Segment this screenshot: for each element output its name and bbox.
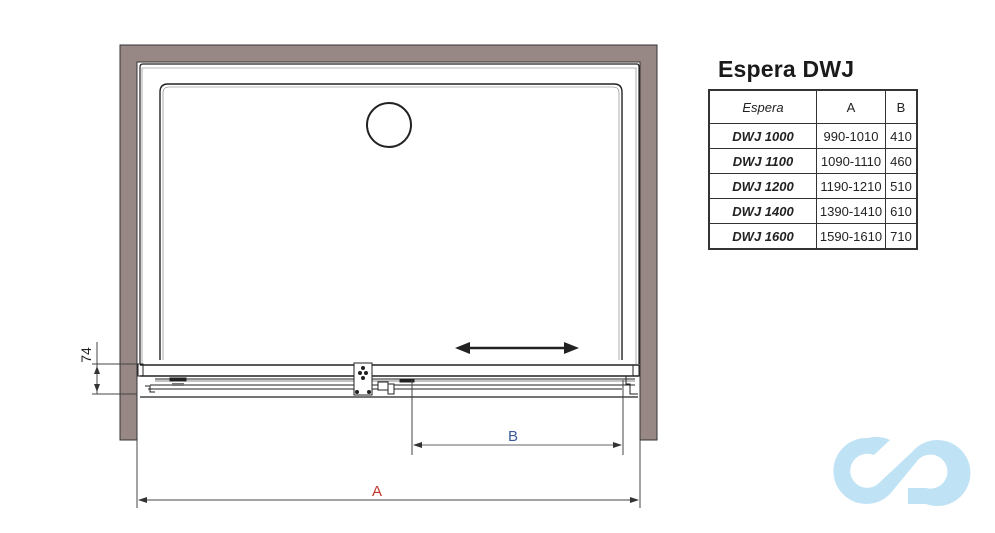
product-title: Espera DWJ [718, 56, 855, 82]
dimension-b [411, 380, 624, 455]
cell-a: 990-1010 [816, 123, 886, 149]
cell-b: 460 [885, 148, 918, 174]
right-profile-end [625, 364, 640, 395]
wall-frame [119, 44, 658, 441]
door-roller-bracket [353, 362, 395, 396]
table-header-row: Espera A B [708, 89, 918, 124]
cell-b: 510 [885, 173, 918, 199]
table-row: DWJ 1400 1390-1410 610 [708, 198, 918, 224]
size-table: Espera A B DWJ 1000 990-1010 410 DWJ 110… [708, 89, 918, 250]
cell-a: 1590-1610 [816, 223, 886, 250]
cell-b: 610 [885, 198, 918, 224]
header-b: B [885, 89, 918, 124]
sliding-direction-arrow [455, 342, 579, 354]
shower-tray [139, 63, 640, 364]
cell-a: 1390-1410 [816, 198, 886, 224]
header-a: A [816, 89, 886, 124]
table-row: DWJ 1000 990-1010 410 [708, 123, 918, 149]
cell-model: DWJ 1200 [708, 173, 817, 199]
depth-dimension-label: 74 [77, 347, 94, 363]
cell-model: DWJ 1600 [708, 223, 817, 250]
dimension-a [136, 440, 641, 508]
infinity-cd-logo-icon [833, 436, 971, 507]
cell-a: 1090-1110 [816, 148, 886, 174]
header-model: Espera [708, 89, 817, 124]
cell-a: 1190-1210 [816, 173, 886, 199]
table-row: DWJ 1100 1090-1110 460 [708, 148, 918, 174]
dimension-a-label: A [372, 483, 383, 500]
sliding-door-profile [137, 363, 639, 398]
table-row: DWJ 1600 1590-1610 710 [708, 223, 918, 250]
table-row: DWJ 1200 1190-1210 510 [708, 173, 918, 199]
depth-dimension [92, 342, 137, 395]
cell-model: DWJ 1000 [708, 123, 817, 149]
cell-b: 410 [885, 123, 918, 149]
cell-model: DWJ 1400 [708, 198, 817, 224]
dimension-b-label: B [508, 428, 519, 445]
cell-b: 710 [885, 223, 918, 250]
cell-model: DWJ 1100 [708, 148, 817, 174]
drain-icon [366, 102, 412, 148]
